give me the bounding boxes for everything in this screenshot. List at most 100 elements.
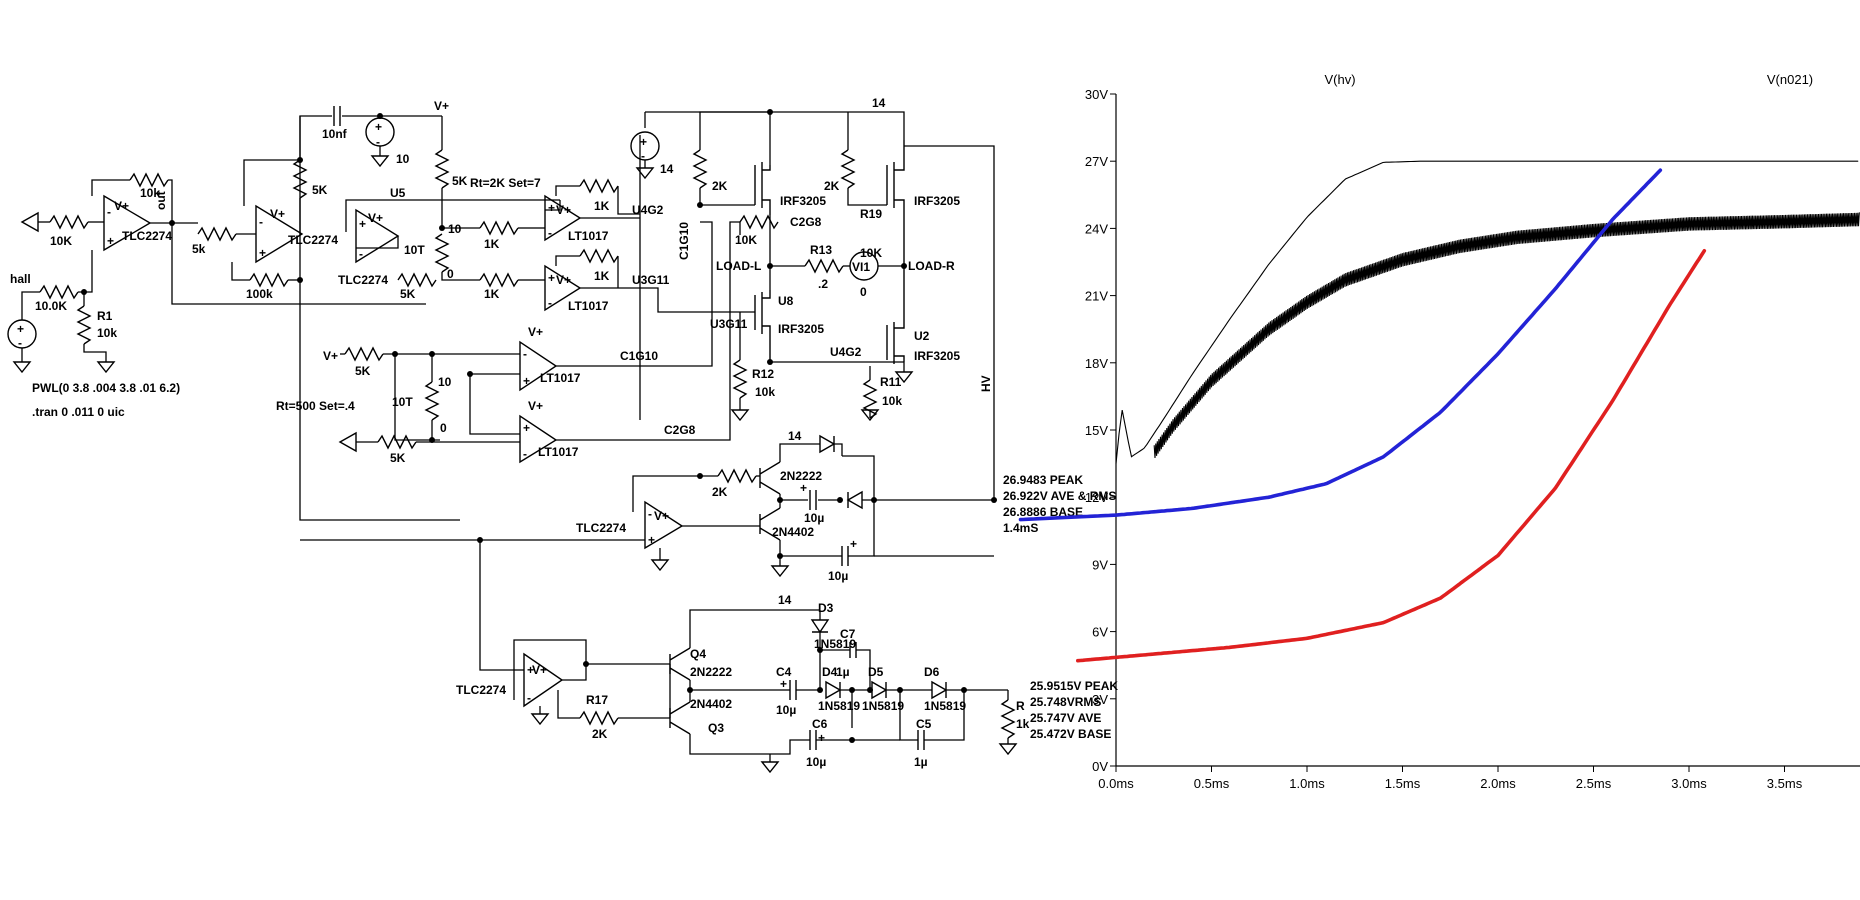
comparator-lt1017-d[interactable] [519, 414, 558, 464]
resistor-10k-in[interactable] [49, 214, 89, 230]
resistor-1k-b[interactable] [479, 272, 519, 288]
trace-curve-2[interactable] [1018, 168, 1663, 522]
comparator-lt1017-c[interactable] [519, 340, 558, 392]
opamp-tlc2274-d[interactable] [644, 500, 684, 550]
label-src-14: 14 [660, 162, 674, 176]
capacitor-10nf[interactable] [333, 106, 341, 126]
resistor-2k-a[interactable] [692, 149, 708, 189]
label-d4-part: 1N5819 [818, 699, 860, 713]
trace-legend[interactable]: V(hv) V(n021) [1324, 72, 1813, 87]
comparator-lt1017-b[interactable] [544, 264, 582, 312]
resistor-r12[interactable] [732, 359, 748, 399]
resistor-5k-e[interactable] [344, 346, 384, 362]
svg-text:+: + [548, 201, 555, 215]
transistor-q3[interactable] [669, 701, 691, 735]
schematic-canvas[interactable]: 10K - + V+ TLC2274 10k out hall + - 10.0… [7, 96, 1118, 774]
svg-text:+: + [850, 537, 857, 551]
resistor-10k-feedback[interactable] [129, 172, 169, 188]
label-r-100k: 100k [246, 287, 273, 301]
svg-text:-: - [648, 507, 652, 521]
capacitor-c4[interactable] [789, 680, 797, 700]
label-r1-value: 10k [97, 326, 117, 340]
label-lt1017-c: LT1017 [540, 371, 581, 385]
ground-icon [96, 361, 116, 374]
resistor-5k-b[interactable] [292, 159, 308, 199]
trace-curve-3[interactable] [1076, 249, 1707, 663]
label-d5-part: 1N5819 [862, 699, 904, 713]
capacitor-c6[interactable] [809, 730, 817, 750]
svg-text:-: - [527, 691, 531, 705]
y-tick-label: 9V [1092, 557, 1108, 572]
label-out: out [154, 191, 168, 210]
ground-icon [770, 565, 790, 578]
label-irf-d: IRF3205 [914, 349, 960, 363]
label-r-2k-c: 2K [712, 485, 728, 499]
mosfet-irf3205-a[interactable] [754, 162, 771, 215]
resistor-1k-c[interactable] [579, 178, 619, 194]
resistor-r17[interactable] [579, 710, 619, 726]
spice-directive-tran[interactable]: .tran 0 .011 0 uic [32, 405, 125, 419]
resistor-1k-d[interactable] [579, 248, 619, 264]
mosfet-irf3205-c[interactable] [886, 140, 905, 290]
label-r-10k-fb: 10k [140, 186, 160, 200]
resistor-r1[interactable] [76, 305, 92, 345]
resistor-2k-b[interactable] [840, 149, 856, 189]
x-tick-label: 3.5ms [1767, 776, 1803, 791]
label-vplus-top: V+ [434, 99, 449, 113]
capacitor-10u-a[interactable] [809, 490, 817, 510]
diode-d3[interactable] [810, 619, 830, 634]
resistor-10k-gate[interactable] [739, 214, 779, 230]
legend-entry[interactable]: V(hv) [1324, 72, 1355, 87]
resistor-2k-c[interactable] [717, 468, 757, 484]
label-r-5k-f: 5K [390, 451, 406, 465]
diode-d5[interactable] [871, 680, 888, 700]
diode-d6[interactable] [931, 680, 948, 700]
meas-out-peak: 25.9515V PEAK [1030, 679, 1118, 693]
diode-top[interactable] [819, 434, 836, 454]
resistor-r13[interactable] [804, 258, 844, 274]
resistor-5k-d[interactable] [397, 272, 437, 288]
opamp-u5[interactable] [355, 208, 400, 264]
capacitor-10u-b[interactable] [841, 546, 849, 566]
legend-entry[interactable]: V(n021) [1767, 72, 1813, 87]
ground-icon [730, 409, 750, 422]
trace-V(hv)[interactable] [1115, 160, 1859, 465]
resistor-10-0k[interactable] [39, 284, 79, 300]
resistor-100k[interactable] [249, 272, 289, 288]
resistor-1k-a[interactable] [479, 220, 519, 236]
spice-directive-pwl[interactable]: PWL(0 3.8 .004 3.8 .01 6.2) [32, 381, 180, 395]
label-r-5k-d: 5K [400, 287, 416, 301]
svg-text:+: + [375, 120, 382, 134]
svg-text:+: + [107, 234, 114, 248]
label-lt1017-d: LT1017 [538, 445, 579, 459]
potentiometer-10t-a[interactable] [434, 233, 450, 273]
opamp-tlc2274-a[interactable] [103, 194, 152, 252]
transistor-2n2222-a[interactable] [759, 461, 781, 495]
trace-V(n021)[interactable] [1153, 212, 1860, 459]
resistor-5k-f[interactable] [377, 434, 417, 450]
resistor-5k-a[interactable] [197, 226, 237, 242]
comparator-lt1017-a[interactable] [544, 194, 582, 242]
opamp-tlc2274-e[interactable] [523, 652, 564, 708]
transistor-q4[interactable] [669, 647, 691, 681]
y-tick-label: 3V [1092, 692, 1108, 707]
mosfet-irf3205-b[interactable] [754, 290, 771, 360]
diode-mid[interactable] [846, 490, 863, 510]
resistor-5k-c[interactable] [434, 149, 450, 189]
label-r-last: R [1016, 699, 1025, 713]
label-pot-0-a: 0 [447, 267, 454, 281]
capacitor-c5[interactable] [917, 730, 925, 750]
label-u3g11-a: U3G11 [632, 273, 670, 287]
diode-d4[interactable] [825, 680, 842, 700]
potentiometer-10t-b[interactable] [424, 381, 440, 421]
opamp-vplus-label: V+ [270, 207, 285, 221]
y-tick-label: 27V [1085, 154, 1108, 169]
mosfet-irf3205-d[interactable] [886, 290, 905, 364]
resistor-r11[interactable] [862, 379, 878, 419]
transistor-2n4402-a[interactable] [759, 507, 781, 541]
opamp-tlc2274-b[interactable] [255, 204, 304, 264]
label-r1: R1 [97, 309, 113, 323]
resistor-load-out[interactable] [1000, 699, 1016, 739]
